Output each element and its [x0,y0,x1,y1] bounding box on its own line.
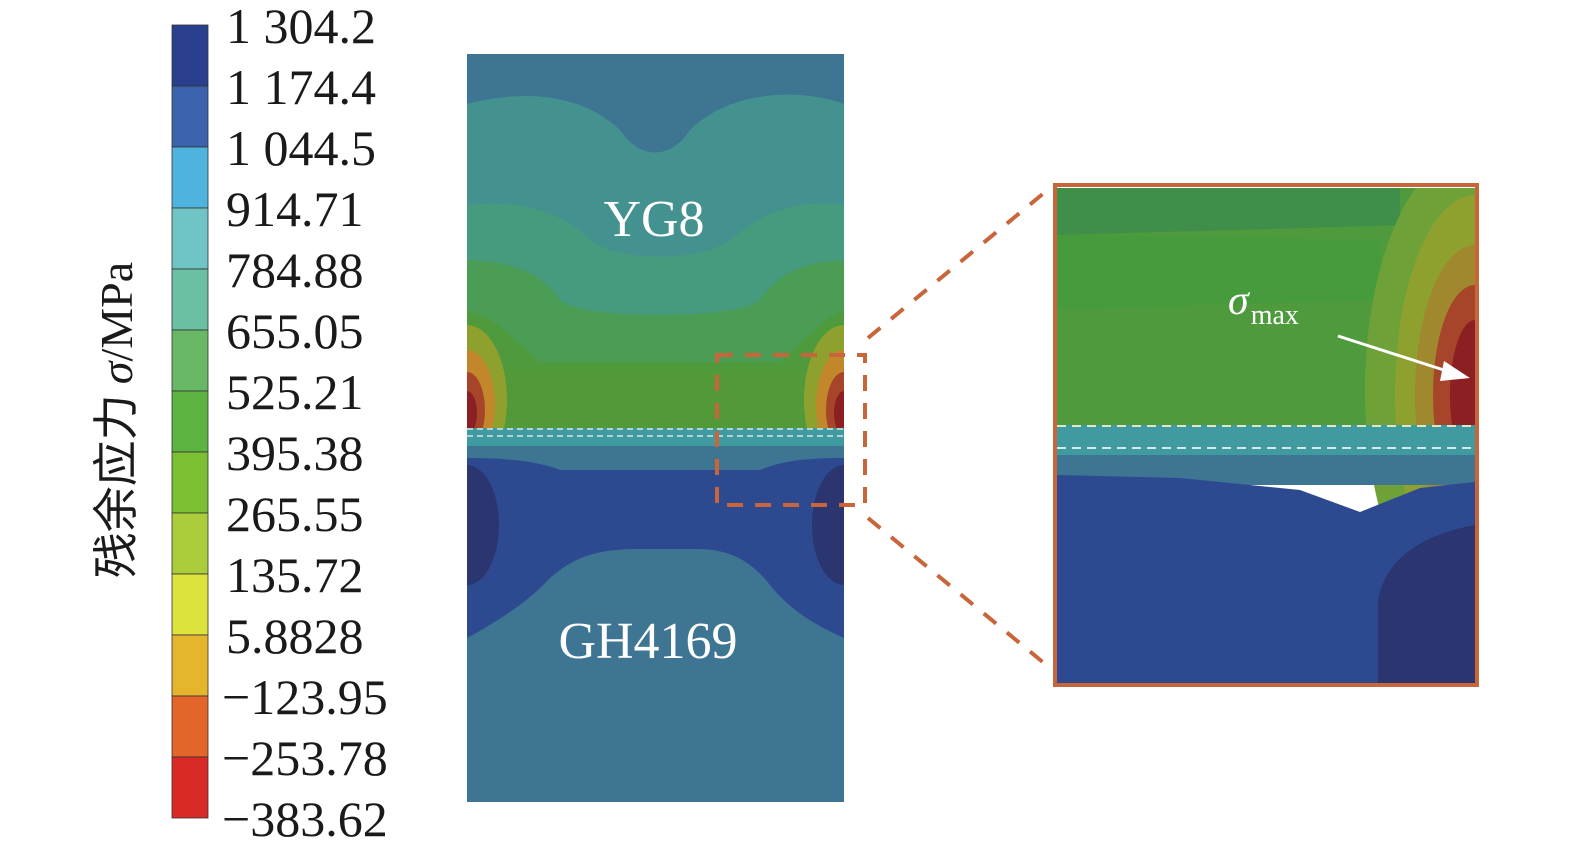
colorbar-tick-label: 265.55 [226,486,364,542]
band-gh-bottom [467,549,844,802]
colorbar-title-symbol: σ [91,359,142,384]
hotspot-left-4 [467,391,477,435]
colorbar-segment [171,756,209,819]
colorbar-tick-label: 1 044.5 [226,120,376,176]
svg-text:残余应力σ/MPa: 残余应力 σ/MPa [91,262,142,578]
colorbar-segment [171,390,209,453]
colorbar-segment [171,268,209,331]
sigma-max-arrow-shaft [1337,334,1451,374]
colorbar-tick-label: −123.95 [222,669,388,725]
colorbar-tick-label: 5.8828 [226,608,364,664]
colorbar-segment [171,451,209,514]
compression-right [812,465,844,585]
interface-layer [467,428,844,446]
compression-left [467,465,499,585]
colorbar-segment [171,573,209,636]
colorbar-segment [171,329,209,392]
inset-deep-blue [1057,475,1475,683]
colorbar-segment [171,24,209,87]
connector-top [866,186,1052,340]
band-gh-transition [467,446,844,470]
colorbar-tick-label: 1 174.4 [226,59,376,115]
colorbar-labels: 1 304.21 174.41 044.5914.71784.88655.055… [222,0,388,847]
inset-interface [1057,425,1475,455]
colorbar-tick-label: 655.05 [226,303,364,359]
sigma-max-arrowhead-icon [1440,361,1470,381]
zoom-region-box [715,353,867,507]
colorbar-tick-label: −253.78 [222,730,388,786]
main-model: YG8 GH4169 [467,54,844,802]
colorbar-segment [171,85,209,148]
colorbar-tick-label: 525.21 [226,364,364,420]
colorbar-tick-label: 135.72 [226,547,364,603]
colorbar-tick-label: 914.71 [226,181,364,237]
sigma-symbol: σ [1228,278,1251,324]
connector-bottom [866,516,1052,670]
colorbar-segment [171,512,209,575]
colorbar-title: 残余应力 σ/MPa [91,262,142,578]
colorbar-title-cn: 残余应力 [91,394,142,578]
inset-darkest-blue [1378,525,1475,683]
inset-frame [1053,183,1479,687]
colorbar-title-unit: /MPa [91,262,142,362]
inset-green-upper [1057,188,1400,235]
colorbar-tick-label: 395.38 [226,425,364,481]
colorbar-tick-label: 1 304.2 [226,0,376,54]
colorbar-tick-label: 784.88 [226,242,364,298]
inset-green-mid [1057,235,1380,310]
band-yg8-green3 [467,370,844,434]
zoom-inset: σmax [1053,183,1479,687]
colorbar-tick-label: −383.62 [222,791,388,847]
colorbar [171,24,209,819]
label-yg8: YG8 [603,191,704,248]
sigma-max-label: σmax [1228,278,1299,331]
label-gh4169: GH4169 [558,613,737,670]
hotspot-right-4 [834,391,844,435]
colorbar-segment [171,207,209,270]
colorbar-segment [171,634,209,697]
sigma-subscript: max [1251,300,1299,331]
colorbar-segment [171,146,209,209]
colorbar-segment [171,695,209,758]
